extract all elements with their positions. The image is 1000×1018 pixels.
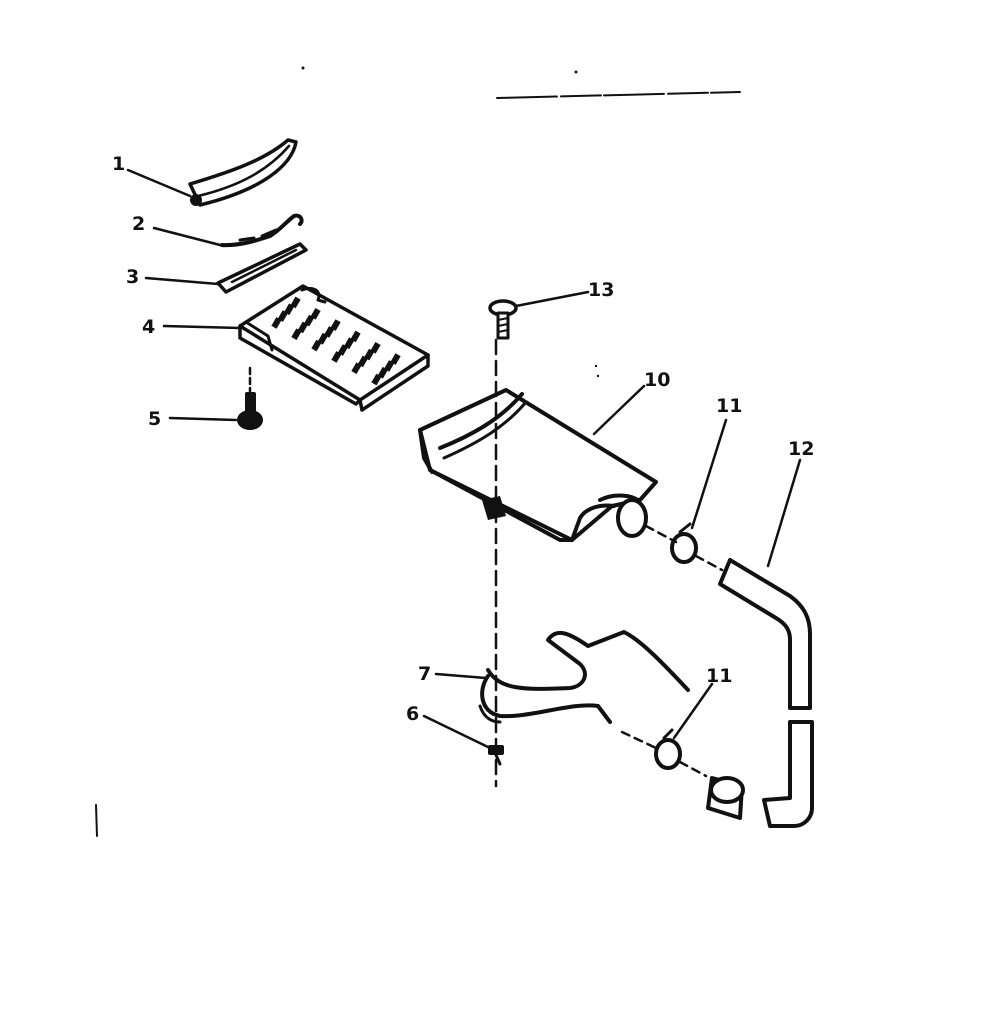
part-6-screw (488, 745, 504, 766)
grille-hole (364, 348, 375, 361)
part-7-wire-bracket (478, 630, 690, 724)
part-12-tubing (706, 558, 814, 828)
grille-hole (337, 344, 348, 356)
grille-hole (377, 366, 388, 379)
grille-hole (310, 307, 321, 320)
grille-hole (304, 314, 315, 327)
part-4-grille (238, 284, 430, 412)
callout-10: 10 (644, 369, 670, 391)
leader-lines (126, 168, 802, 750)
part-10-dispenser-body (418, 388, 658, 542)
grille-hole (284, 303, 295, 316)
part-13-screw (488, 299, 518, 340)
grille-hole (277, 310, 288, 322)
callout-3: 3 (126, 266, 139, 288)
grille-hole (330, 319, 341, 331)
grille-hole (371, 373, 382, 386)
callout-5: 5 (148, 408, 161, 430)
callout-1: 1 (112, 153, 125, 175)
callout-12: 12 (788, 438, 814, 460)
grille-hole (297, 321, 308, 334)
connection-lines (620, 524, 724, 778)
part-11-clamp-upper (670, 522, 698, 564)
grille-hole (351, 362, 362, 375)
grille-hole (324, 326, 335, 338)
grille-hole (290, 296, 301, 309)
grille-hole (291, 328, 302, 341)
part-3-strip (216, 242, 308, 294)
grille-hole (331, 351, 342, 363)
part-5-screw (237, 366, 263, 430)
callout-11-upper: 11 (716, 395, 742, 417)
grille-hole (271, 317, 282, 329)
grille-hole (390, 353, 401, 365)
grille-hole (344, 337, 355, 350)
part-2-clip (220, 213, 304, 248)
callout-7: 7 (418, 663, 431, 685)
scan-marks (95, 66, 741, 837)
grille-hole (317, 332, 328, 345)
part-1-cover (188, 138, 298, 207)
grille-holes (271, 296, 401, 386)
grille-hole (370, 341, 381, 354)
grille-hole (350, 330, 361, 343)
part-11-clamp-lower (654, 728, 682, 770)
callout-11-lower: 11 (706, 665, 732, 687)
callout-13: 13 (588, 279, 614, 301)
grille-hole (311, 339, 322, 352)
callout-6: 6 (406, 703, 419, 725)
callout-4: 4 (142, 316, 155, 338)
grille-hole (357, 355, 368, 368)
grille-hole (384, 360, 395, 372)
callout-2: 2 (132, 213, 145, 235)
callout-labels: 1 2 3 4 5 6 7 10 11 11 12 13 (112, 153, 814, 725)
